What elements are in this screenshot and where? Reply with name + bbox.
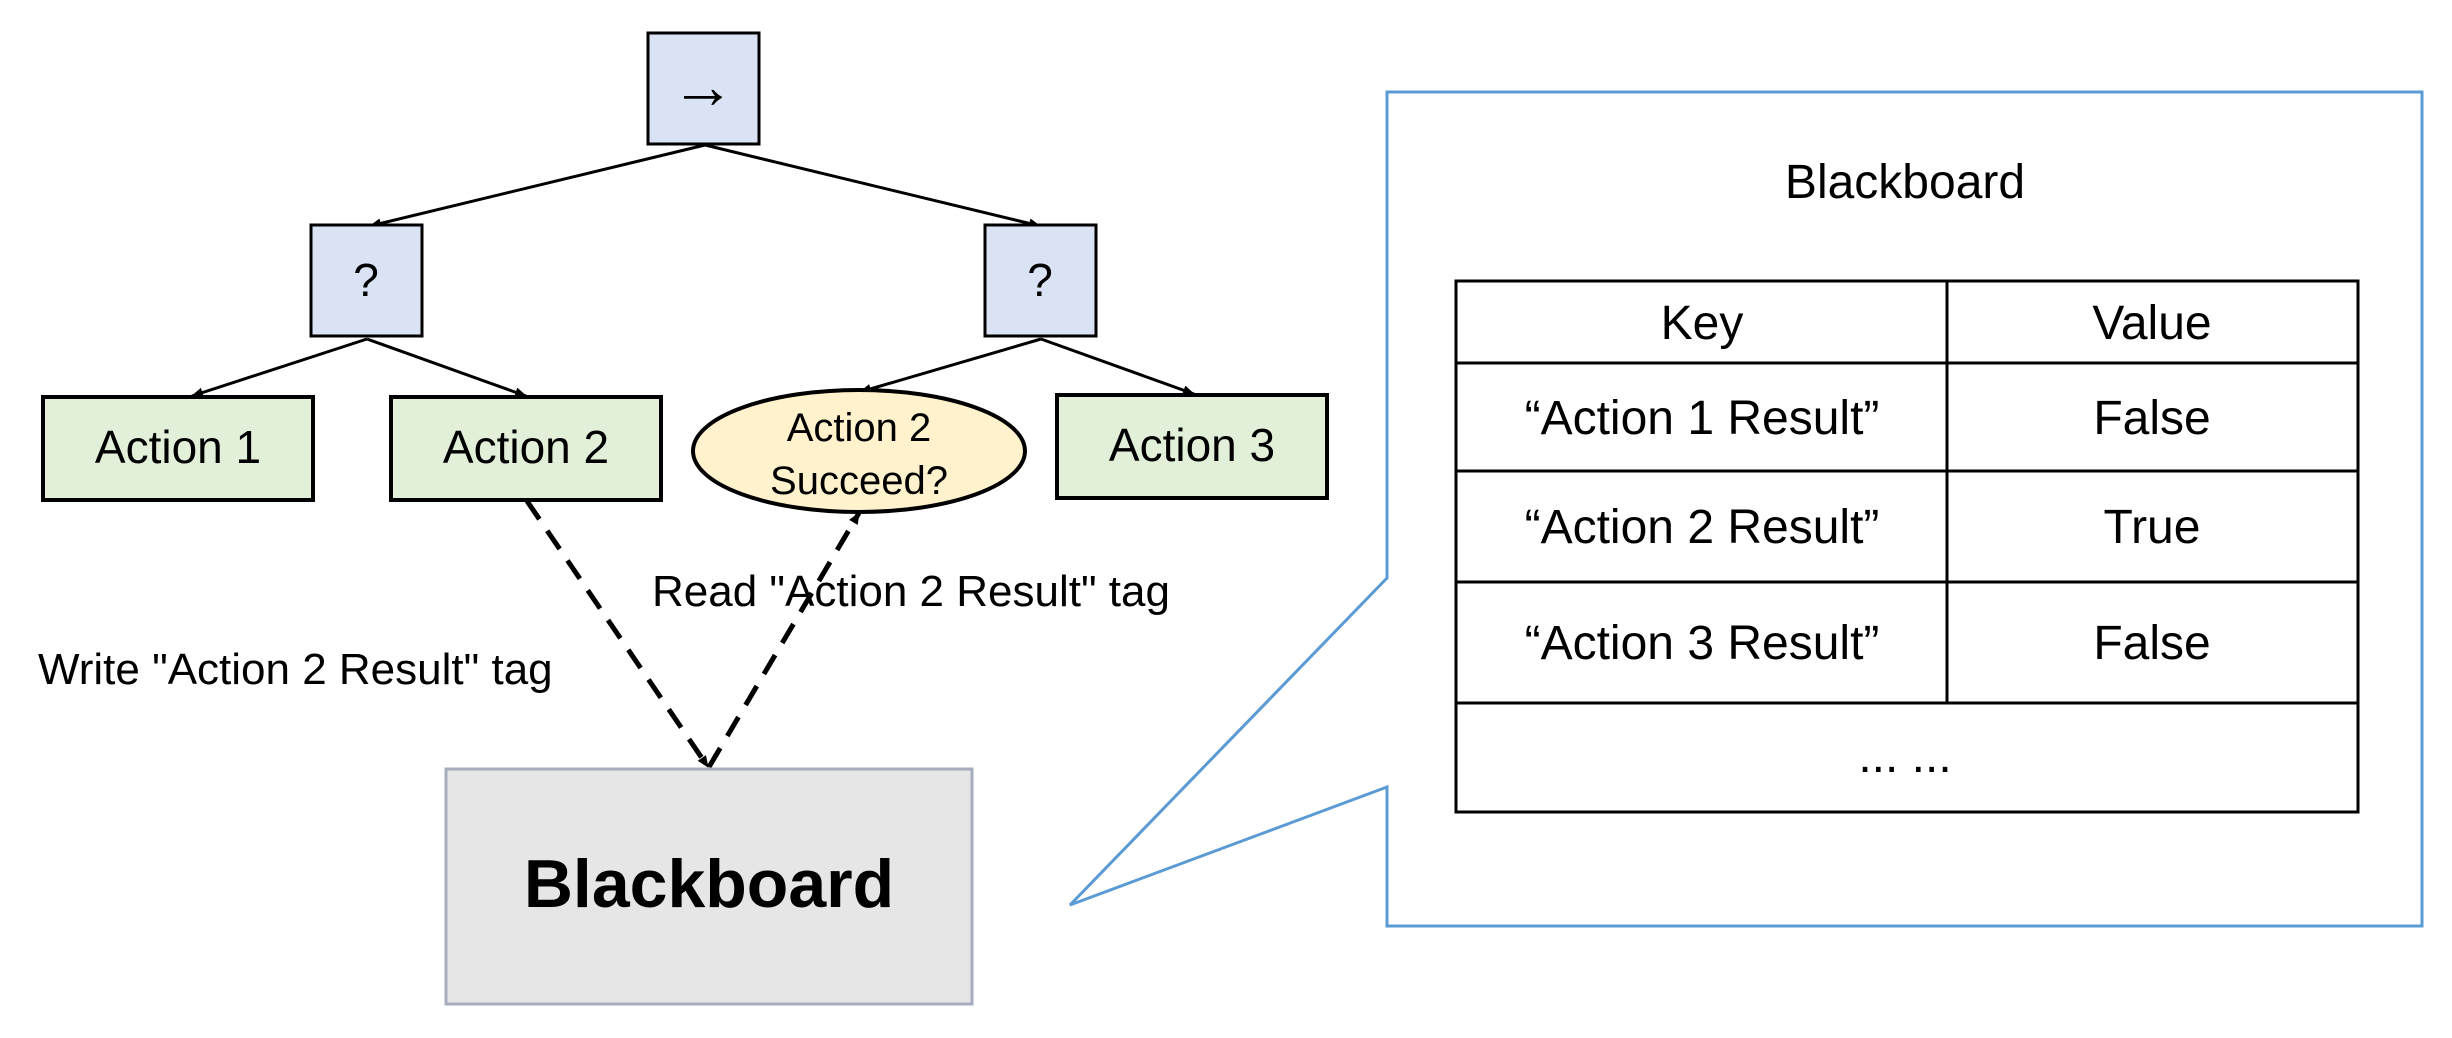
action-3-label: Action 3 xyxy=(1109,419,1275,471)
blackboard-edges xyxy=(524,499,862,769)
write-edge xyxy=(524,499,711,769)
edge-fallback-left-to-action-1 xyxy=(191,337,368,398)
action-1-label: Action 1 xyxy=(95,421,261,473)
edge-fallback-right-to-condition xyxy=(859,337,1042,394)
read-edge xyxy=(706,511,862,769)
table-header-value: Value xyxy=(2092,297,2211,350)
table-cell-value: True xyxy=(2104,501,2201,554)
blackboard-callout: Blackboard Key Value “Action 1 Result” F… xyxy=(1068,90,2424,928)
blackboard-box: Blackboard xyxy=(444,767,974,1006)
sequence-arrow-icon: → xyxy=(671,50,735,122)
tree-edges xyxy=(191,143,1195,398)
fallback-left-symbol: ? xyxy=(353,254,379,306)
table-cell-value: False xyxy=(2093,617,2210,670)
condition-node: Action 2 Succeed? xyxy=(691,388,1027,514)
condition-label-line1: Action 2 xyxy=(787,406,932,450)
write-edge-label: Write "Action 2 Result" tag xyxy=(38,645,553,694)
condition-label-line2: Succeed? xyxy=(770,459,948,503)
table-ellipsis: ... ... xyxy=(1858,730,1951,783)
root-sequence-node: → xyxy=(646,31,761,146)
fallback-node-left: ? xyxy=(309,223,424,338)
fallback-node-right: ? xyxy=(983,223,1098,338)
table-cell-key: “Action 1 Result” xyxy=(1525,392,1880,445)
table-cell-key: “Action 2 Result” xyxy=(1525,501,1880,554)
blackboard-box-label: Blackboard xyxy=(524,846,894,922)
read-edge-label: Read "Action 2 Result" tag xyxy=(652,567,1170,616)
edge-root-to-fallback-left xyxy=(369,143,706,229)
action-2-node: Action 2 xyxy=(389,395,663,502)
blackboard-table xyxy=(1454,279,2360,814)
action-3-node: Action 3 xyxy=(1055,393,1329,500)
callout-title: Blackboard xyxy=(1785,156,2025,209)
fallback-right-symbol: ? xyxy=(1027,254,1053,306)
edge-root-to-fallback-right xyxy=(704,143,1041,229)
table-cell-key: “Action 3 Result” xyxy=(1525,617,1880,670)
edge-fallback-right-to-action-3 xyxy=(1040,337,1195,396)
action-2-label: Action 2 xyxy=(443,421,609,473)
table-header-key: Key xyxy=(1661,297,1744,350)
table-cell-value: False xyxy=(2093,392,2210,445)
callout-outline xyxy=(1068,90,2424,928)
action-1-node: Action 1 xyxy=(41,395,315,502)
edge-fallback-left-to-action-2 xyxy=(366,337,527,398)
